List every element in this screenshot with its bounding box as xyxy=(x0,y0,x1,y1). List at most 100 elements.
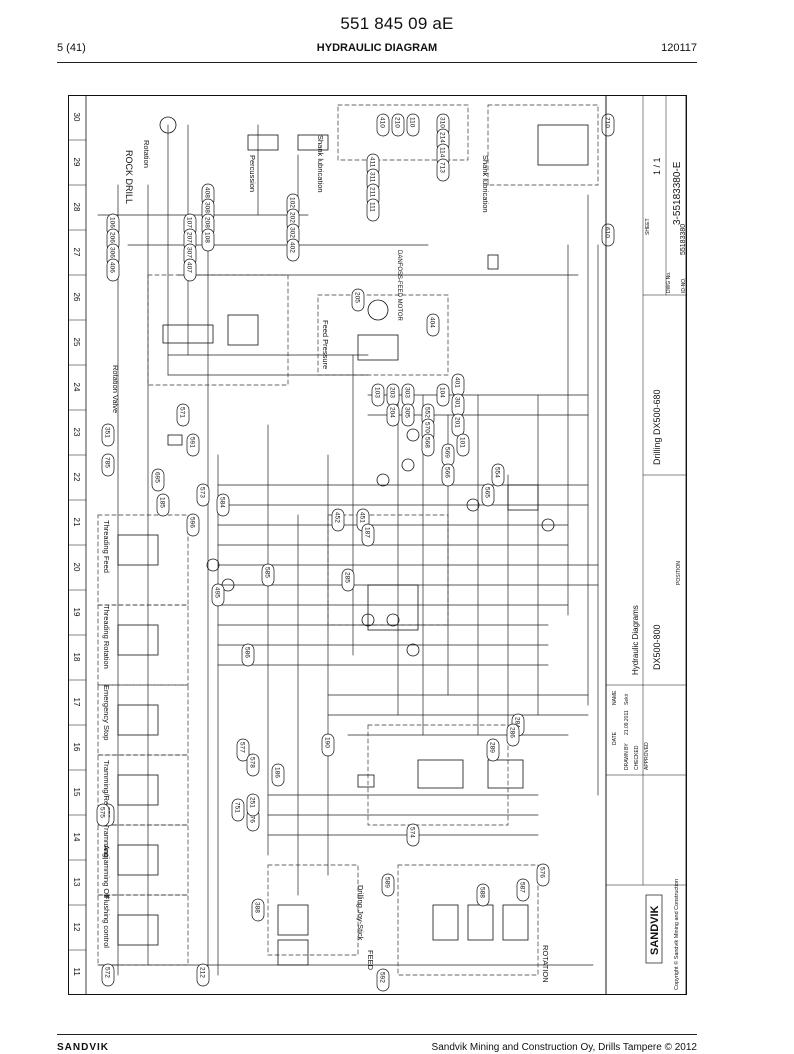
callout-number: 204 xyxy=(389,407,396,418)
callout-badge xyxy=(286,238,300,262)
callout-badge xyxy=(386,403,400,427)
callout-badge xyxy=(486,738,500,762)
rotation-valve-box xyxy=(147,274,289,386)
callout-number: 495 xyxy=(214,587,221,598)
callout-number: 311 xyxy=(369,172,376,183)
callout-badge xyxy=(421,433,435,457)
footer-copyright: Sandvik Mining and Construction Oy, Dril… xyxy=(431,1042,697,1053)
callout-badge xyxy=(211,583,225,607)
column-number: 23 xyxy=(72,428,81,437)
column-number: 21 xyxy=(72,518,81,527)
callout-number: 575 xyxy=(99,807,106,818)
callout-number: 407 xyxy=(186,262,193,273)
callout-badge xyxy=(201,228,215,252)
callout-number: 206 xyxy=(109,232,116,243)
callout-badge xyxy=(176,403,190,427)
column-number: 29 xyxy=(72,158,81,167)
callout-number: 569 xyxy=(444,447,451,458)
callout-number: 591 xyxy=(189,437,196,448)
column-number: 19 xyxy=(72,608,81,617)
callout-number: 406 xyxy=(109,262,116,273)
callout-badge xyxy=(361,523,375,547)
callout-number: 573 xyxy=(199,487,206,498)
drilling-joystick-label: Drilling Joy-Stick xyxy=(356,885,365,941)
callout-number: 576 xyxy=(539,867,546,878)
threading-feed-label: Threading Feed xyxy=(102,520,111,573)
callout-number: 571 xyxy=(179,407,186,418)
callout-badge xyxy=(376,113,390,137)
flushing-control-box xyxy=(97,894,189,966)
feed-pressure-box xyxy=(317,294,449,376)
callout-badge xyxy=(331,508,345,532)
callout-number: 205 xyxy=(354,292,361,303)
callout-badge xyxy=(106,258,120,282)
callout-number: 401 xyxy=(454,377,461,388)
flushing-control-label: Flushing control xyxy=(102,895,111,948)
callout-number: 104 xyxy=(439,387,446,398)
callout-number: 565 xyxy=(484,487,491,498)
drawn-date: 21.09.2011 xyxy=(624,710,630,735)
callout-badge xyxy=(371,383,385,407)
callout-number: 303 xyxy=(404,387,411,398)
callout-number: 589 xyxy=(384,877,391,888)
callout-number: 207 xyxy=(186,232,193,243)
page-footer: SANDVIK Sandvik Mining and Construction … xyxy=(57,1042,697,1054)
column-number: 12 xyxy=(72,923,81,932)
sandvik-logo-frame xyxy=(645,894,663,964)
callout-badge xyxy=(351,288,365,312)
callout-number: 305 xyxy=(404,407,411,418)
column-number: 27 xyxy=(72,248,81,257)
main-valve-block-box xyxy=(327,514,449,626)
callout-badge xyxy=(151,468,165,492)
components xyxy=(117,116,589,966)
drawn-by-label: DRAWN BY xyxy=(624,743,630,770)
callout-badge xyxy=(186,513,200,537)
callout-badge xyxy=(241,643,255,667)
callout-number: 404 xyxy=(429,317,436,328)
callout-number: 578 xyxy=(249,757,256,768)
column-number: 24 xyxy=(72,383,81,392)
rotation-label: Rotation xyxy=(142,140,151,168)
callout-number: 187 xyxy=(364,527,371,538)
dwg-label: DWG No. xyxy=(666,272,672,293)
callout-number: 211 xyxy=(369,187,376,198)
callout-number: 592 xyxy=(379,972,386,983)
callout-number: 176 xyxy=(249,812,256,823)
callout-badge xyxy=(601,113,615,137)
callout-badge xyxy=(401,403,415,427)
sheet-label: SHEET xyxy=(645,218,651,235)
callout-number: 785 xyxy=(104,457,111,468)
hydraulic-lines xyxy=(97,124,599,976)
callout-number: 610 xyxy=(604,227,611,238)
callout-badge xyxy=(231,798,245,822)
rock-drill-label: ROCK DRILL xyxy=(124,150,134,204)
rotation-valve-label: Rotation Valve xyxy=(111,365,120,413)
callout-badge xyxy=(516,878,530,902)
callout-number: 186 xyxy=(274,767,281,778)
callout-badge xyxy=(436,383,450,407)
callout-number: 185 xyxy=(159,497,166,508)
threading-rotation-label: Threading Rotation xyxy=(102,605,111,669)
callout-badge xyxy=(196,483,210,507)
callout-badge xyxy=(101,423,115,447)
header-divider xyxy=(57,62,697,63)
percussion-label: Percussion xyxy=(248,155,257,192)
callout-number: 107 xyxy=(186,217,193,228)
title-block: SHEET 1 / 1 DWG No. 3-55183380-E ID-NO. … xyxy=(605,95,687,995)
callout-badge xyxy=(246,753,260,777)
callout-badge xyxy=(321,733,335,757)
callout-badge xyxy=(536,863,550,887)
copyright-text: Copyright © Sandvik Mining and Construct… xyxy=(673,879,680,990)
callout-number: 554 xyxy=(494,467,501,478)
callout-badge xyxy=(406,113,420,137)
callout-number: 111 xyxy=(369,202,376,212)
designer-name: Sekir xyxy=(624,693,630,705)
callout-badge xyxy=(381,873,395,897)
antijamming-label: Antijamming Off xyxy=(102,845,111,899)
callout-number: 584 xyxy=(219,497,226,508)
column-number: 13 xyxy=(72,878,81,887)
callout-number: 577 xyxy=(239,742,246,753)
callout-badge xyxy=(186,433,200,457)
callout-badge xyxy=(451,413,465,437)
